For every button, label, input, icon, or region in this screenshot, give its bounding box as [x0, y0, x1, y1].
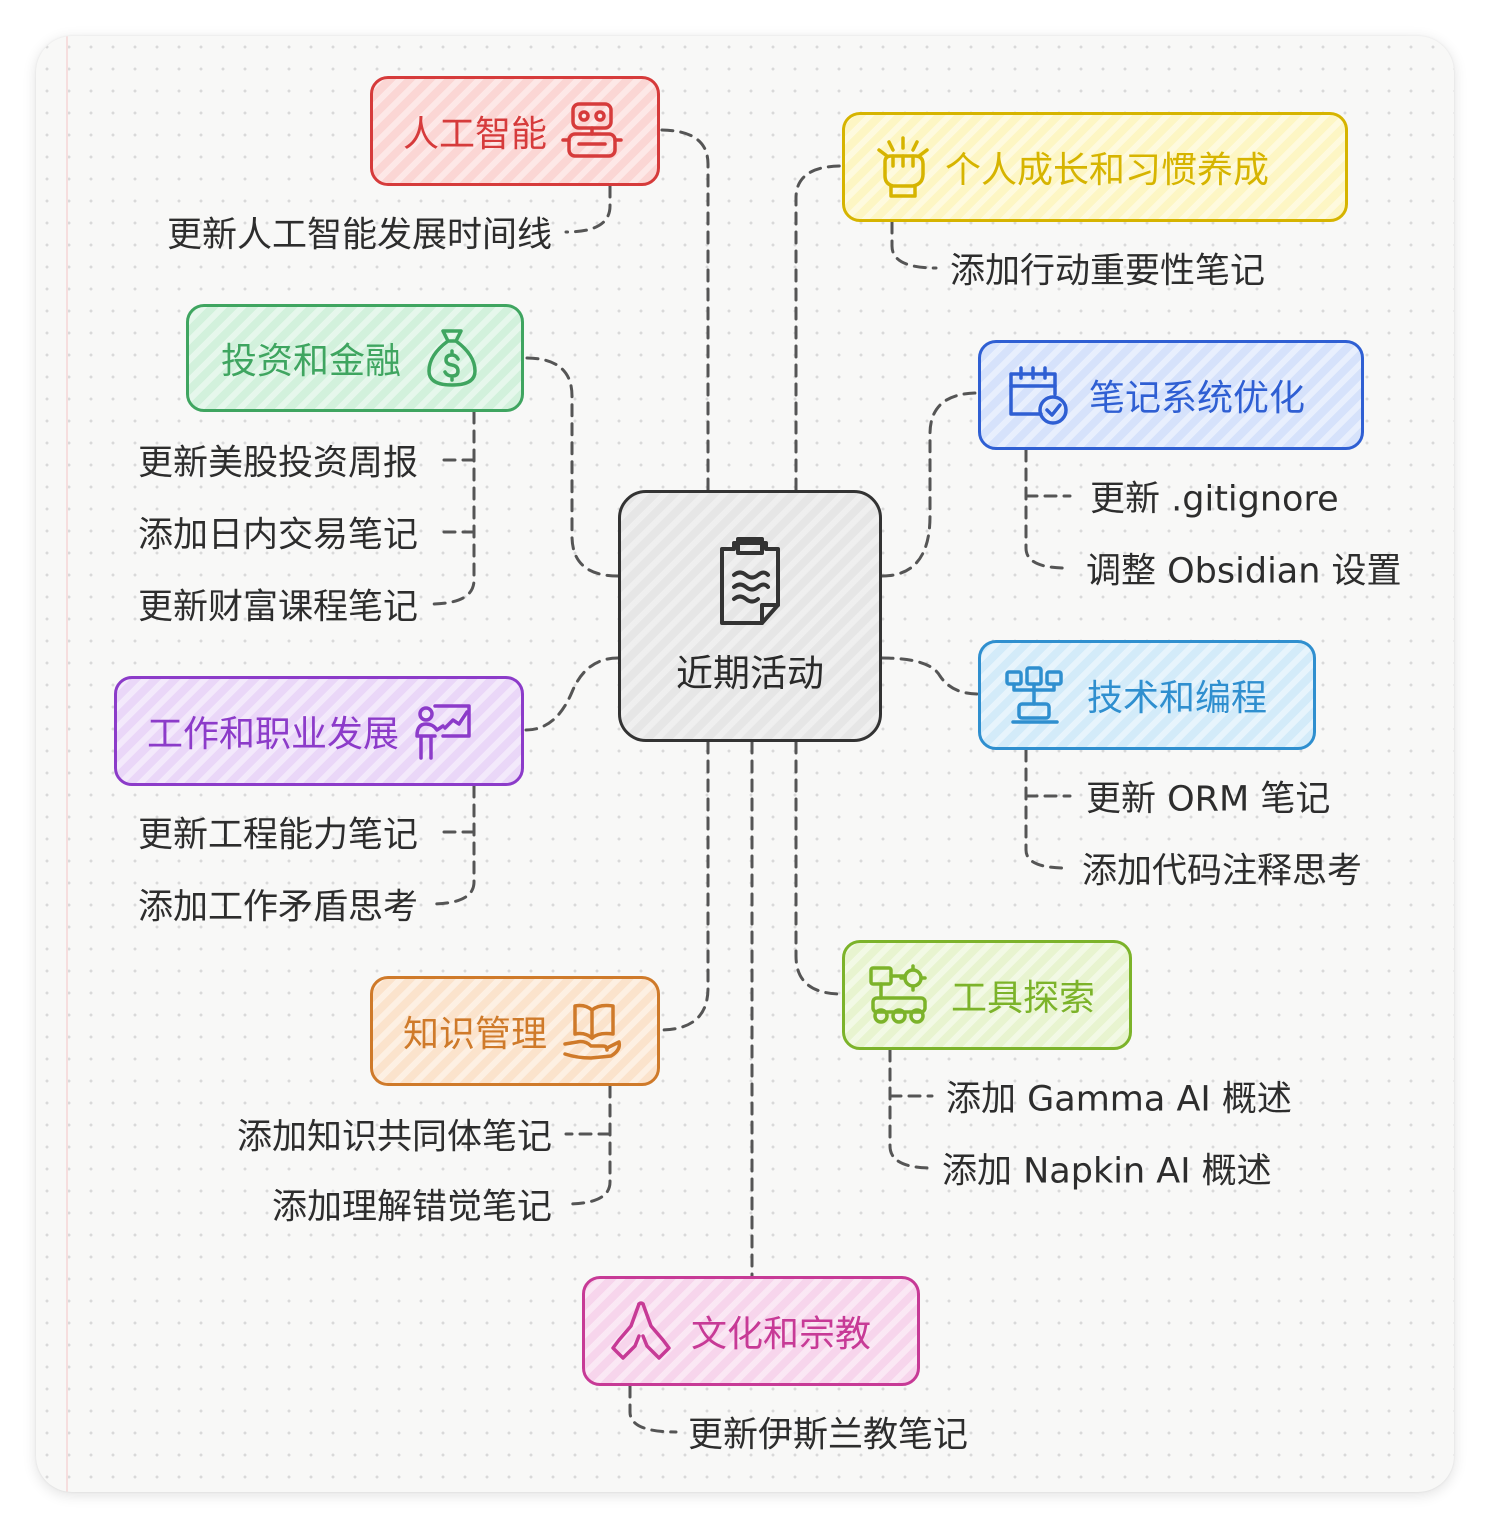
leaf-work-0[interactable]: 更新工程能力笔记	[137, 815, 418, 856]
node-finance-label: 投资和金融	[221, 341, 402, 382]
node-work-label: 工作和职业发展	[147, 714, 400, 755]
node-growth[interactable]: 个人成长和习惯养成	[842, 112, 1348, 222]
node-ai[interactable]: 人工智能	[370, 76, 660, 186]
leaf-ai-0[interactable]: 更新人工智能发展时间线	[166, 215, 552, 256]
leaf-finance-0[interactable]: 更新美股投资周报	[137, 443, 418, 484]
leaf-culture-0[interactable]: 更新伊斯兰教笔记	[688, 1415, 969, 1456]
leaf-work-1[interactable]: 添加工作矛盾思考	[137, 887, 418, 928]
edge-tech-leaves	[1024, 748, 1072, 870]
presentation-icon	[413, 700, 473, 762]
money-bag-icon	[425, 327, 479, 389]
computer-network-icon	[1003, 664, 1067, 726]
edge-tools	[794, 740, 844, 996]
node-culture-label: 文化和宗教	[691, 1314, 872, 1355]
center-node[interactable]: 近期活动	[618, 490, 882, 742]
node-knowledge[interactable]: 知识管理	[370, 976, 660, 1086]
center-label: 近期活动	[676, 652, 824, 695]
node-tools-label: 工具探索	[951, 978, 1096, 1019]
edge-knowledge	[658, 740, 710, 1032]
leaf-tools-0[interactable]: 添加 Gamma AI 概述	[946, 1079, 1292, 1120]
node-notes[interactable]: 笔记系统优化	[978, 340, 1364, 450]
gears-icon	[867, 964, 931, 1026]
leaf-finance-1[interactable]: 添加日内交易笔记	[137, 515, 418, 556]
connector-layer	[428, 128, 1072, 1434]
leaf-knowledge-1[interactable]: 添加理解错觉笔记	[271, 1187, 552, 1228]
leaf-tech-1[interactable]: 添加代码注释思考	[1082, 851, 1363, 892]
edge-culture-leaf	[628, 1384, 678, 1434]
edge-finance	[524, 356, 620, 578]
node-work[interactable]: 工作和职业发展	[114, 676, 524, 786]
praying-hands-icon	[609, 1300, 673, 1362]
leaf-finance-2[interactable]: 更新财富课程笔记	[137, 587, 418, 628]
edge-ai	[658, 128, 710, 492]
edge-growth-leaf	[890, 220, 938, 270]
leaf-notes-1[interactable]: 调整 Obsidian 设置	[1086, 551, 1402, 592]
edge-knowledge-leaves	[564, 1084, 612, 1206]
node-knowledge-label: 知识管理	[403, 1014, 548, 1055]
edge-work	[524, 656, 620, 732]
leaf-knowledge-0[interactable]: 添加知识共同体笔记	[236, 1117, 552, 1158]
book-hand-icon	[561, 1000, 623, 1062]
edge-growth	[794, 164, 844, 492]
leaf-notes-0[interactable]: 更新 .gitignore	[1090, 479, 1339, 520]
node-tools[interactable]: 工具探索	[842, 940, 1132, 1050]
clipboard-icon	[710, 535, 790, 635]
node-notes-label: 笔记系统优化	[1089, 378, 1306, 419]
robot-icon	[561, 100, 623, 162]
node-ai-label: 人工智能	[403, 114, 548, 155]
node-tech-label: 技术和编程	[1087, 678, 1268, 719]
edge-notes	[880, 391, 980, 578]
edge-ai-leaf	[564, 184, 612, 234]
margin-line	[66, 36, 68, 1492]
edge-finance-leaves	[428, 410, 476, 606]
node-culture[interactable]: 文化和宗教	[582, 1276, 920, 1386]
calendar-check-icon	[1005, 364, 1069, 426]
edge-tools-leaves	[888, 1048, 934, 1170]
fist-icon	[875, 136, 931, 198]
node-finance[interactable]: 投资和金融	[186, 304, 524, 412]
leaf-tech-0[interactable]: 更新 ORM 笔记	[1086, 779, 1331, 820]
node-growth-label: 个人成长和习惯养成	[945, 150, 1270, 191]
edge-notes-leaves	[1024, 448, 1072, 570]
mindmap-canvas: 近期活动 人工智能 更新人工智能发展时间线 个人成长和习惯养成	[36, 36, 1454, 1492]
node-tech[interactable]: 技术和编程	[978, 640, 1316, 750]
edge-work-leaves	[428, 784, 476, 906]
leaf-growth-0[interactable]: 添加行动重要性笔记	[950, 251, 1266, 292]
edge-tech	[880, 656, 980, 696]
leaf-tools-1[interactable]: 添加 Napkin AI 概述	[942, 1151, 1272, 1192]
